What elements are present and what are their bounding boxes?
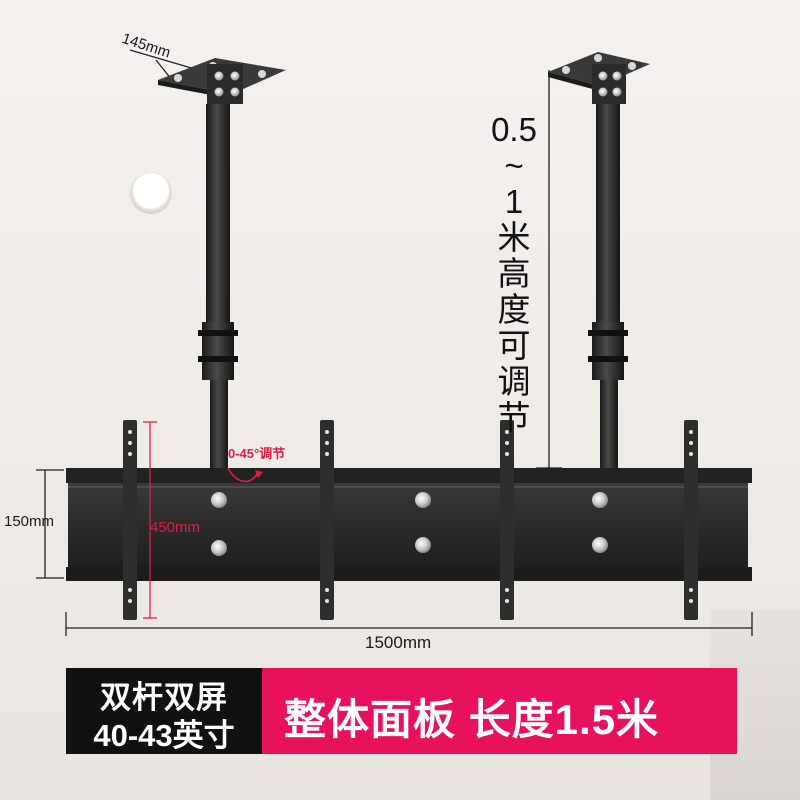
height-char: 高 xyxy=(497,255,531,292)
height-tilde: ~ xyxy=(504,147,524,184)
vesa-height-dimension xyxy=(143,421,157,619)
vesa-arms xyxy=(123,420,698,620)
height-adjust-label: 0.5 ~ 1 米 高 度 可 调 节 xyxy=(488,112,540,436)
total-length-label: 1500mm xyxy=(365,633,432,652)
vesa-height-label: 450mm xyxy=(150,519,201,536)
height-char: 米 xyxy=(497,219,531,256)
ceiling-downlight xyxy=(130,172,172,214)
total-length-dimension xyxy=(65,612,753,636)
right-ceiling-plate xyxy=(548,52,650,104)
banner-right-text: 整体面板 长度1.5米 xyxy=(284,696,660,743)
panel-bolts xyxy=(211,492,608,556)
height-char: 节 xyxy=(497,399,531,436)
banner-left-line2: 40-43英寸 xyxy=(93,718,235,753)
panel-height-dimension xyxy=(36,469,64,579)
left-ceiling-plate xyxy=(158,58,286,104)
height-value: 0.5 xyxy=(491,111,537,148)
tilt-range-label: 0-45°调节 xyxy=(228,446,286,461)
tilt-arrow xyxy=(227,467,259,483)
right-pole xyxy=(588,104,628,472)
banner-left-line1: 双杆双屏 xyxy=(100,680,228,715)
height-char: 调 xyxy=(497,363,531,400)
height-char: 可 xyxy=(497,327,531,364)
height-one: 1 xyxy=(504,183,524,220)
spec-banner-left: 双杆双屏 40-43英寸 xyxy=(66,668,262,754)
long-mounting-panel xyxy=(66,468,752,581)
height-char: 度 xyxy=(497,291,531,328)
spec-banner-right: 整体面板 长度1.5米 xyxy=(262,668,737,754)
panel-height-label: 150mm xyxy=(4,513,55,530)
left-pole xyxy=(198,104,238,472)
